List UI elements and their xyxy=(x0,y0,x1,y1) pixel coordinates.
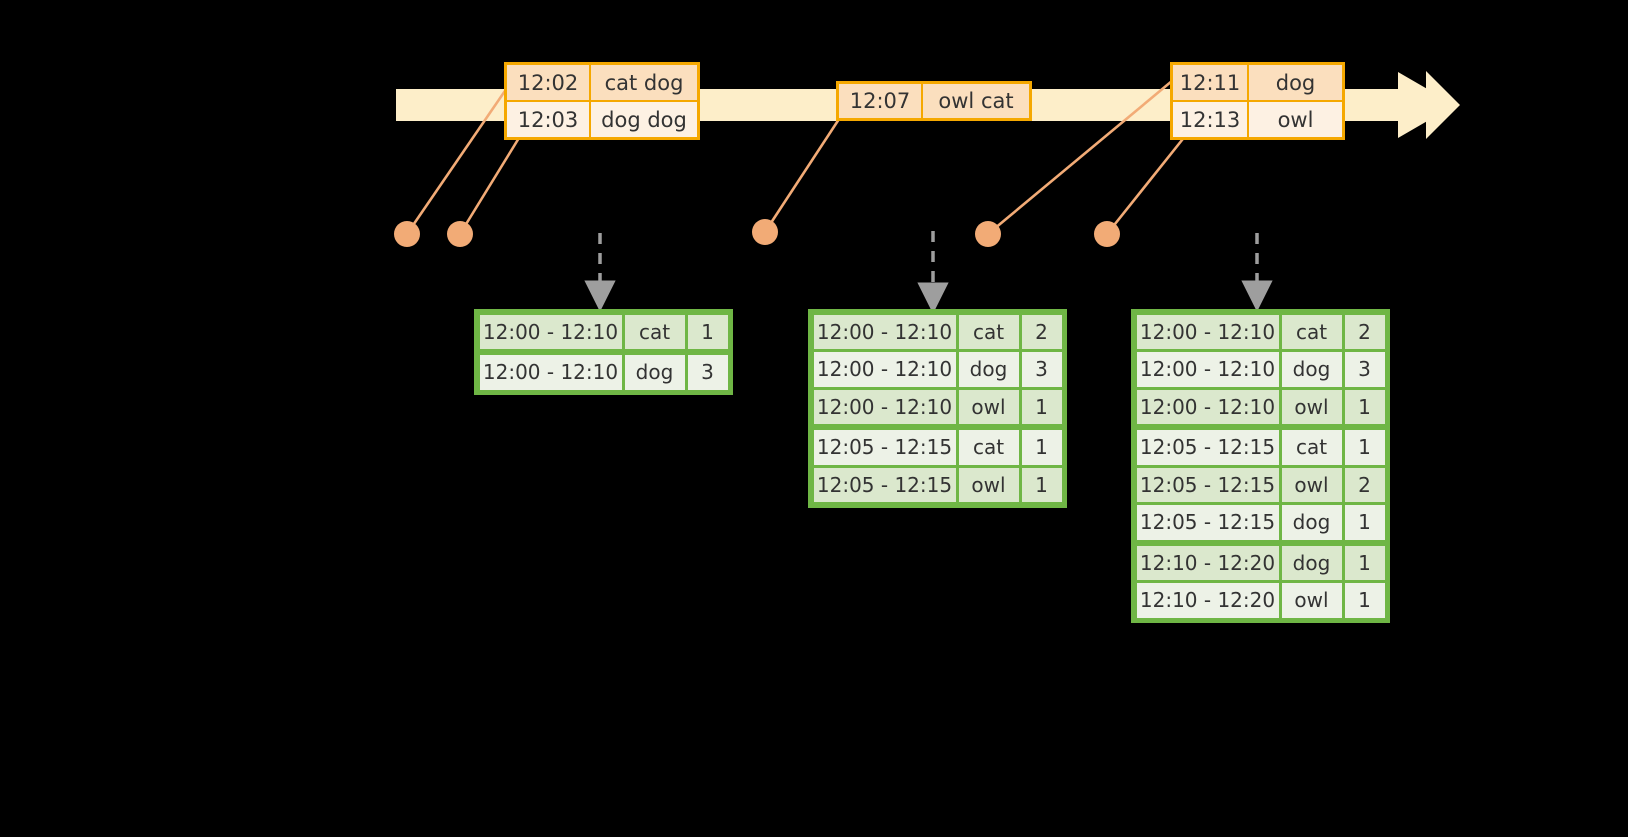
event-box-1[interactable]: 12:02 cat dog 12:03 dog dog xyxy=(504,62,700,140)
cell-key: cat xyxy=(624,314,685,349)
table-row[interactable]: 12:00 - 12:10 dog 3 xyxy=(812,351,1063,389)
event-dot-1 xyxy=(394,221,420,247)
table-row[interactable]: 12:00 - 12:10 dog 3 xyxy=(478,354,729,392)
emit-arrows xyxy=(584,231,1273,314)
event-value: owl xyxy=(1277,107,1314,132)
table-row[interactable]: 12:00 - 12:10 cat 2 xyxy=(812,313,1063,351)
cell-key: owl xyxy=(958,467,1019,502)
cell-count: 2 xyxy=(1344,314,1385,349)
cell-window: 12:05 - 12:15 xyxy=(813,467,956,502)
result-table-3[interactable]: 12:00 - 12:10 cat 2 12:00 - 12:10 dog 3 … xyxy=(1131,309,1390,623)
cell-key: dog xyxy=(1281,352,1342,387)
cell-key: cat xyxy=(1281,430,1342,465)
cell-count: 3 xyxy=(687,355,728,390)
event-row[interactable]: 12:03 dog dog xyxy=(507,100,697,137)
cell-window: 12:00 - 12:10 xyxy=(479,355,622,390)
cell-window: 12:00 - 12:10 xyxy=(813,314,956,349)
cell-count: 3 xyxy=(1021,352,1062,387)
cell-count: 2 xyxy=(1021,314,1062,349)
cell-key: dog xyxy=(624,355,685,390)
table-row[interactable]: 12:05 - 12:15 dog 1 xyxy=(1135,504,1386,542)
cell-key: dog xyxy=(1281,505,1342,540)
cell-window: 12:05 - 12:15 xyxy=(1136,467,1279,502)
event-dot-4 xyxy=(975,221,1001,247)
result-table-2[interactable]: 12:00 - 12:10 cat 2 12:00 - 12:10 dog 3 … xyxy=(808,309,1067,508)
table-row[interactable]: 12:00 - 12:10 cat 1 xyxy=(478,313,729,351)
cell-window: 12:05 - 12:15 xyxy=(813,430,956,465)
cell-count: 1 xyxy=(1344,505,1385,540)
event-row[interactable]: 12:07 owl cat xyxy=(839,84,1029,118)
connector-line-5 xyxy=(1105,129,1192,235)
event-time: 12:03 xyxy=(507,102,591,137)
cell-count: 1 xyxy=(1021,389,1062,424)
table-row[interactable]: 12:10 - 12:20 owl 1 xyxy=(1135,582,1386,620)
cell-key: cat xyxy=(1281,314,1342,349)
cell-window: 12:00 - 12:10 xyxy=(1136,314,1279,349)
event-dot-2 xyxy=(447,221,473,247)
cell-window: 12:10 - 12:20 xyxy=(1136,545,1279,580)
cell-key: dog xyxy=(1281,545,1342,580)
event-row[interactable]: 12:02 cat dog xyxy=(507,65,697,100)
cell-count: 1 xyxy=(1344,545,1385,580)
cell-count: 1 xyxy=(1344,583,1385,618)
event-dot-5 xyxy=(1094,221,1120,247)
cell-count: 1 xyxy=(1344,389,1385,424)
cell-window: 12:10 - 12:20 xyxy=(1136,583,1279,618)
event-box-3[interactable]: 12:11 dog 12:13 owl xyxy=(1170,62,1345,140)
cell-key: cat xyxy=(958,314,1019,349)
event-time: 12:07 xyxy=(839,84,923,118)
table-row[interactable]: 12:00 - 12:10 cat 2 xyxy=(1135,313,1386,351)
cell-window: 12:05 - 12:15 xyxy=(1136,505,1279,540)
cell-count: 1 xyxy=(1344,430,1385,465)
cell-key: dog xyxy=(958,352,1019,387)
table-row[interactable]: 12:00 - 12:10 dog 3 xyxy=(1135,351,1386,389)
cell-count: 2 xyxy=(1344,467,1385,502)
cell-key: owl xyxy=(1281,467,1342,502)
event-row[interactable]: 12:13 owl xyxy=(1173,100,1342,137)
cell-count: 1 xyxy=(1021,430,1062,465)
event-value: owl cat xyxy=(938,89,1014,113)
cell-window: 12:05 - 12:15 xyxy=(1136,430,1279,465)
cell-window: 12:00 - 12:10 xyxy=(1136,389,1279,424)
table-row[interactable]: 12:10 - 12:20 dog 1 xyxy=(1135,544,1386,582)
cell-window: 12:00 - 12:10 xyxy=(1136,352,1279,387)
cell-count: 1 xyxy=(1021,467,1062,502)
table-row[interactable]: 12:05 - 12:15 cat 1 xyxy=(1135,429,1386,467)
cell-window: 12:00 - 12:10 xyxy=(813,352,956,387)
cell-window: 12:00 - 12:10 xyxy=(813,389,956,424)
cell-key: owl xyxy=(958,389,1019,424)
event-time: 12:02 xyxy=(507,65,591,100)
event-row[interactable]: 12:11 dog xyxy=(1173,65,1342,100)
connector-line-2 xyxy=(458,132,524,235)
table-row[interactable]: 12:00 - 12:10 owl 1 xyxy=(1135,388,1386,426)
cell-key: owl xyxy=(1281,583,1342,618)
cell-count: 3 xyxy=(1344,352,1385,387)
event-dot-3 xyxy=(752,219,778,245)
cell-key: owl xyxy=(1281,389,1342,424)
cell-count: 1 xyxy=(687,314,728,349)
table-row[interactable]: 12:05 - 12:15 owl 2 xyxy=(1135,466,1386,504)
event-value: dog xyxy=(1275,70,1316,95)
event-box-2[interactable]: 12:07 owl cat xyxy=(836,81,1032,121)
event-dots xyxy=(394,219,1120,247)
event-time: 12:13 xyxy=(1173,102,1249,137)
result-table-1[interactable]: 12:00 - 12:10 cat 1 12:00 - 12:10 dog 3 xyxy=(474,309,733,395)
table-row[interactable]: 12:05 - 12:15 cat 1 xyxy=(812,429,1063,467)
cell-key: cat xyxy=(958,430,1019,465)
cell-window: 12:00 - 12:10 xyxy=(479,314,622,349)
table-row[interactable]: 12:05 - 12:15 owl 1 xyxy=(812,466,1063,504)
event-value: dog dog xyxy=(601,107,687,132)
event-time: 12:11 xyxy=(1173,65,1249,100)
table-row[interactable]: 12:00 - 12:10 owl 1 xyxy=(812,388,1063,426)
event-value: cat dog xyxy=(604,70,684,95)
